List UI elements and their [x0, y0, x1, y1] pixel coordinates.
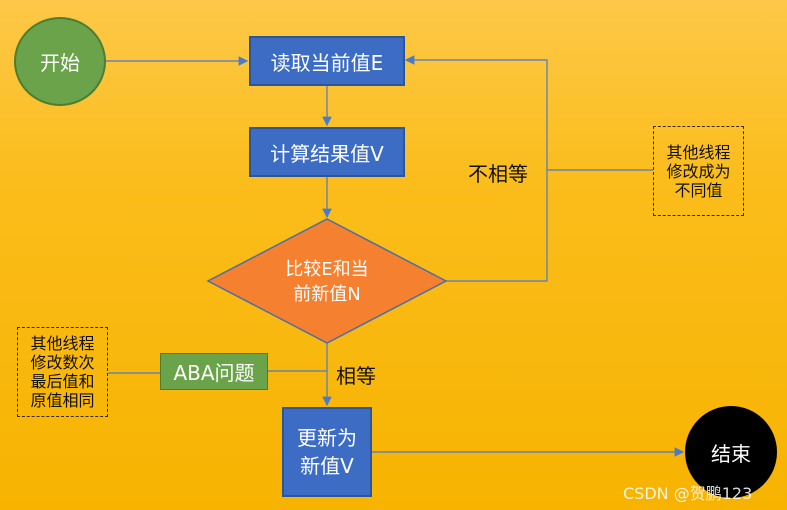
note-left-line: 修改数次	[30, 353, 95, 372]
end-node: 结束	[685, 406, 777, 498]
note-left-line: 其他线程	[30, 334, 95, 353]
aba-problem-node: ABA问题	[160, 353, 268, 390]
edge-label-not-equal: 不相等	[468, 162, 528, 186]
aba-label: ABA问题	[173, 361, 255, 385]
note-other-thread-aba: 其他线程 修改数次 最后值和 原值相同	[17, 327, 108, 417]
start-label: 开始	[40, 51, 80, 75]
note-right-line: 其他线程	[666, 142, 731, 162]
read-label: 读取当前值E	[270, 50, 384, 75]
note-right-line: 不同值	[674, 180, 723, 200]
compare-diamond-shape	[206, 218, 448, 344]
start-node: 开始	[14, 17, 106, 106]
watermark: CSDN @贺鹏123	[623, 484, 753, 503]
note-other-thread-different: 其他线程 修改成为 不同值	[653, 126, 744, 216]
compare-node: 比较E和当 前新值N	[250, 252, 404, 312]
note-right-line: 修改成为	[666, 161, 731, 181]
update-label-line2: 新值V	[300, 454, 354, 478]
update-value-node: 更新为 新值V	[282, 407, 372, 497]
note-left-line: 原值相同	[30, 391, 95, 410]
compare-label-line1: 比较E和当	[285, 259, 369, 280]
compare-label-line2: 前新值N	[293, 284, 361, 305]
edge-label-equal: 相等	[336, 364, 376, 388]
update-label-line1: 更新为	[297, 426, 357, 450]
compute-result-node: 计算结果值V	[249, 127, 405, 177]
read-current-value-node: 读取当前值E	[249, 36, 405, 86]
compute-label: 计算结果值V	[270, 141, 384, 166]
note-left-line: 最后值和	[30, 372, 95, 391]
end-label: 结束	[711, 441, 751, 466]
